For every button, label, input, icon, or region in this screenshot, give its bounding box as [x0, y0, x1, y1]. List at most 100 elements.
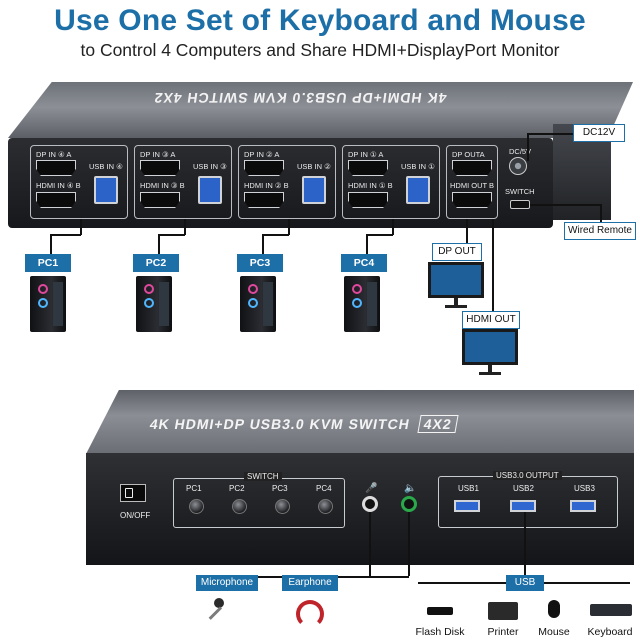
pc3-line: [288, 219, 290, 235]
microphone-handle-icon: [208, 606, 223, 620]
usb-b-port: [406, 176, 430, 204]
dc-callout-line: [527, 133, 529, 161]
mouse-label: Mouse: [538, 626, 570, 638]
usb2-label: USB2: [513, 484, 534, 493]
usb-in-label: USB IN ④: [89, 162, 123, 171]
dp-out-callout: DP OUT: [432, 243, 482, 261]
remote-callout-line: [600, 204, 602, 222]
pc3-line: [262, 234, 289, 236]
mouse-icon: [548, 600, 560, 618]
pc2-line: [184, 219, 186, 235]
printer-label: Printer: [487, 626, 519, 638]
printer-icon: [488, 602, 518, 620]
usb-in-label: USB IN ②: [297, 162, 331, 171]
pc4-line: [392, 219, 394, 235]
kvm-front-badge: 4X2: [417, 415, 459, 433]
hdmi-out-label: HDMI OUT B: [450, 181, 495, 190]
pc1-line: [80, 219, 82, 235]
pc1-line: [50, 234, 81, 236]
usb-a-port: [454, 500, 480, 512]
monitor-base: [445, 305, 467, 308]
switch-pc1-button[interactable]: [189, 499, 204, 514]
usb-a-port: [570, 500, 596, 512]
usb3-label: USB3: [574, 484, 595, 493]
switch-group-title: SWITCH: [244, 472, 282, 481]
pc3-line: [262, 234, 264, 254]
switch-pc2-button[interactable]: [232, 499, 247, 514]
headline: Use One Set of Keyboard and Mouse: [54, 4, 586, 37]
microphone-callout: Microphone: [196, 575, 258, 591]
kvm-back-top-label: 4K HDMI+DP USB3.0 KVM SWITCH 4X2: [152, 90, 448, 106]
monitor-stand: [454, 298, 458, 306]
speaker-icon: 🔈: [404, 483, 417, 494]
dc-callout-line: [527, 133, 573, 135]
input-group-4: DP IN ④ A HDMI IN ④ B USB IN ④: [30, 145, 128, 219]
keyboard-icon: [590, 604, 632, 616]
hdmi-in-label: HDMI IN ② B: [244, 181, 289, 190]
kvm-front-title: 4K HDMI+DP USB3.0 KVM SWITCH: [148, 416, 412, 432]
switch-pc3-button[interactable]: [275, 499, 290, 514]
keyboard-label: Keyboard: [587, 626, 633, 638]
dc-power-jack: [509, 157, 527, 175]
usb-in-label: USB IN ①: [401, 162, 435, 171]
earphone-callout: Earphone: [282, 575, 338, 591]
dp-port: [348, 160, 388, 176]
microphone-head-icon: [214, 598, 224, 608]
usb-callout: USB: [506, 575, 544, 591]
dp-port: [36, 160, 76, 176]
remote-callout-line: [530, 204, 600, 206]
earphone-line: [310, 576, 409, 578]
dp-out-label: DP OUTA: [452, 150, 485, 159]
usb1-label: USB1: [458, 484, 479, 493]
monitor-base: [479, 372, 501, 375]
kvm-front-top-label: 4K HDMI+DP USB3.0 KVM SWITCH 4X2: [148, 415, 621, 433]
hdmi-out-line: [492, 219, 494, 311]
switch-pc1-label: PC1: [186, 484, 202, 493]
monitor-icon: [462, 329, 518, 365]
dp-port: [244, 160, 284, 176]
output-group: DP OUTA HDMI OUT B: [446, 145, 498, 219]
input-group-2: DP IN ② A HDMI IN ② B USB IN ②: [238, 145, 336, 219]
remote-switch-port: [510, 200, 530, 209]
input-group-1: DP IN ① A HDMI IN ① B USB IN ①: [342, 145, 440, 219]
hdmi-in-label: HDMI IN ④ B: [36, 181, 81, 190]
sub-headline: to Control 4 Computers and Share HDMI+Di…: [80, 40, 560, 60]
hdmi-out-callout: HDMI OUT: [462, 311, 520, 329]
hdmi-out-port: [452, 192, 492, 208]
dp-port: [140, 160, 180, 176]
dp-in-label: DP IN ④ A: [36, 150, 72, 159]
pc1-line: [50, 234, 52, 254]
dp-in-label: DP IN ② A: [244, 150, 280, 159]
dc-label: DC/5V: [509, 147, 532, 156]
earphone-jack: [401, 496, 417, 512]
microphone-jack: [362, 496, 378, 512]
dp-out-line: [466, 219, 468, 243]
microphone-icon: 🎤: [365, 483, 378, 494]
hdmi-port: [36, 192, 76, 208]
switch-pc4-button[interactable]: [318, 499, 333, 514]
wired-remote-callout: Wired Remote: [564, 222, 636, 240]
usb-a-port: [510, 500, 536, 512]
hdmi-in-label: HDMI IN ③ B: [140, 181, 185, 190]
usb-b-port: [302, 176, 326, 204]
kvm-back-top-surface: [8, 82, 633, 138]
pc2-line: [158, 234, 185, 236]
usb-in-label: USB IN ③: [193, 162, 227, 171]
switch-pc3-label: PC3: [272, 484, 288, 493]
pc-tower-icon: [136, 276, 172, 332]
switch-pc2-label: PC2: [229, 484, 245, 493]
pc2-tag: PC2: [133, 254, 179, 272]
kvm-front-top-surface: [86, 390, 634, 454]
hdmi-port: [244, 192, 284, 208]
hdmi-port: [348, 192, 388, 208]
pc4-line: [366, 234, 393, 236]
usb-output-title: USB3.0 OUTPUT: [493, 471, 562, 480]
dp-in-label: DP IN ① A: [348, 150, 384, 159]
pc4-line: [366, 234, 368, 254]
pc-tower-icon: [240, 276, 276, 332]
hdmi-port: [140, 192, 180, 208]
power-rocker-switch[interactable]: [120, 484, 146, 502]
earphone-line: [408, 512, 410, 576]
monitor-icon: [428, 262, 484, 298]
headphone-icon: [296, 600, 324, 628]
